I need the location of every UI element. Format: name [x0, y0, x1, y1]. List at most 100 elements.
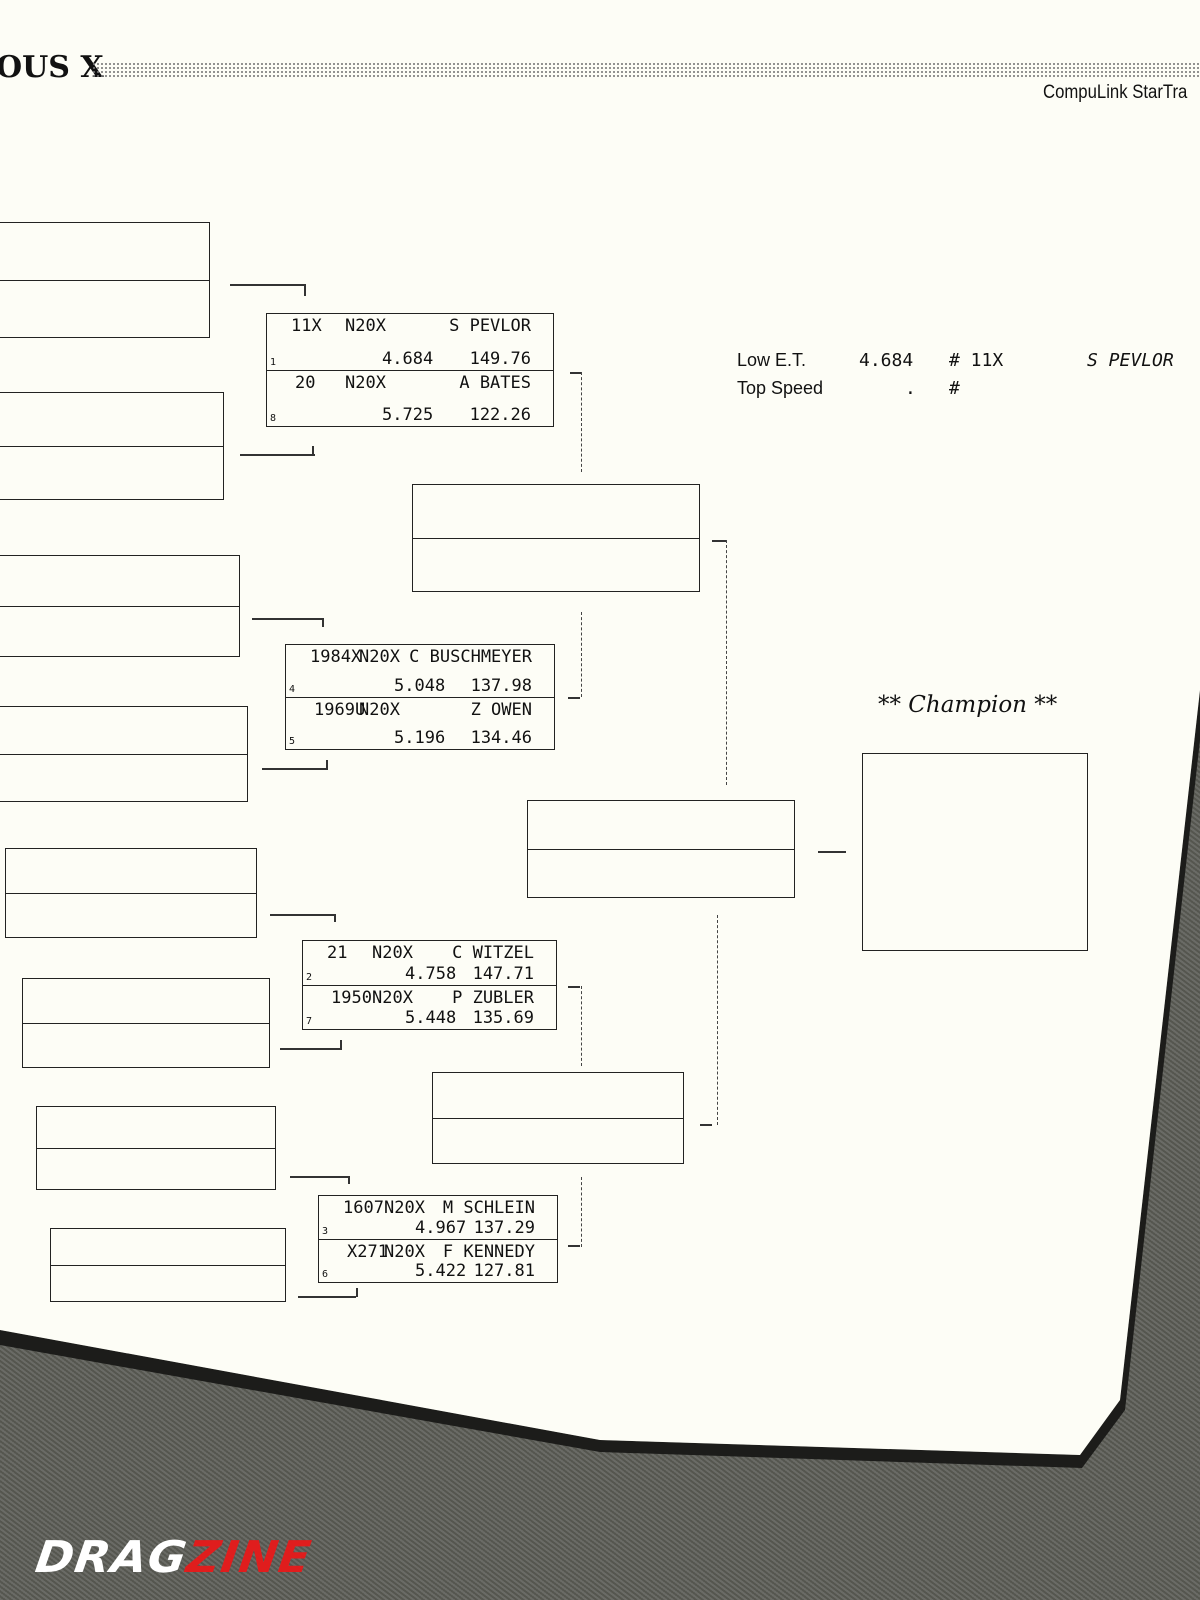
semifinal-slot: [527, 800, 795, 898]
bracket-connector: [818, 851, 846, 853]
elapsed-time: 5.448: [405, 1008, 457, 1028]
car-class: N20X: [359, 647, 400, 667]
car-number: 20: [295, 373, 316, 393]
driver-name: F KENNEDY: [442, 1242, 535, 1262]
bracket-connector: [568, 697, 580, 699]
elapsed-time: 5.196: [394, 728, 446, 748]
bracket-connector: [304, 284, 306, 296]
bracket-connector: [700, 1124, 712, 1126]
bracket-connector: [312, 446, 314, 455]
empty-bracket-slot: [0, 392, 224, 500]
car-class: N20X: [384, 1198, 425, 1218]
header-dotted-rule: [92, 62, 1200, 78]
bracket-connector: [568, 1245, 580, 1247]
driver-name: C WITZEL: [452, 943, 534, 963]
bracket-connector: [262, 768, 328, 770]
bracket-connector: [252, 618, 324, 620]
top-speed: 127.81: [473, 1261, 535, 1281]
car-number: 1984X: [310, 647, 362, 667]
car-number: 1950: [331, 988, 372, 1008]
bracket-connector: [712, 540, 726, 542]
car-number: 11X: [291, 316, 322, 336]
seed-number: 8: [270, 413, 277, 424]
car-class: N20X: [345, 373, 386, 393]
bracket-connector: [334, 914, 336, 922]
driver-name: A BATES: [459, 373, 531, 393]
car-number: 1969U: [314, 700, 366, 720]
car-class: N20X: [345, 316, 386, 336]
champion-box: [862, 753, 1088, 951]
bracket-connector: [270, 914, 336, 916]
top-speed: 149.76: [469, 349, 531, 369]
quarterfinal-slot: [432, 1072, 684, 1164]
elapsed-time: 4.758: [405, 964, 457, 984]
bracket-connector: [298, 1296, 356, 1298]
brand-label: CompuLink StarTra: [1043, 82, 1188, 103]
elapsed-time: 5.048: [394, 676, 446, 696]
bracket-dashed-connector: [726, 540, 727, 785]
elapsed-time: 4.967: [415, 1218, 467, 1238]
champion-label: ** Champion **: [878, 692, 1058, 718]
top-speed-label: Top Speed: [737, 378, 824, 398]
bracket-connector: [280, 1048, 342, 1050]
bracket-connector: [348, 1176, 350, 1184]
seed-number: 4: [289, 684, 296, 695]
low-et-car: # 11X: [949, 350, 1004, 371]
car-number: 21: [327, 943, 348, 963]
bracket-connector: [290, 1176, 350, 1178]
empty-bracket-slot: [50, 1228, 286, 1302]
top-speed-value: .: [905, 378, 916, 399]
seed-number: 3: [322, 1226, 329, 1237]
top-speed: 134.46: [470, 728, 532, 748]
bracket-connector: [230, 284, 305, 286]
bracket-dashed-connector: [581, 612, 582, 697]
empty-bracket-slot: [36, 1106, 276, 1190]
top-speed-car: #: [949, 378, 960, 399]
bracket-connector: [570, 372, 582, 374]
bracket-connector: [356, 1288, 358, 1297]
car-class: N20X: [372, 943, 413, 963]
driver-name: C BUSCHMEYER: [409, 647, 532, 667]
dragzine-logo: DRAGZINE: [32, 1531, 315, 1583]
driver-name: P ZUBLER: [452, 988, 534, 1008]
driver-name: S PEVLOR: [449, 316, 531, 336]
bracket-connector: [568, 986, 580, 988]
empty-bracket-slot: [0, 222, 210, 338]
seed-number: 1: [270, 357, 277, 368]
car-number: 1607: [343, 1198, 384, 1218]
car-number: X271: [347, 1242, 388, 1262]
top-speed: 137.29: [473, 1218, 535, 1238]
low-et-driver: S PEVLOR: [1087, 350, 1174, 371]
seed-number: 7: [306, 1016, 313, 1027]
top-speed: 147.71: [472, 964, 534, 984]
bracket-dashed-connector: [581, 372, 582, 472]
bracket-dashed-connector: [581, 1177, 582, 1247]
seed-number: 2: [306, 972, 313, 983]
seed-number: 6: [322, 1269, 329, 1280]
sheet-title: OUS X: [0, 50, 104, 85]
empty-bracket-slot: [0, 555, 240, 657]
car-class: N20X: [384, 1242, 425, 1262]
seed-number: 5: [289, 736, 296, 747]
empty-bracket-slot: [5, 848, 257, 938]
bracket-dashed-connector: [717, 915, 718, 1125]
low-et-label: Low E.T.: [737, 350, 807, 370]
top-speed: 135.69: [472, 1008, 534, 1028]
empty-bracket-slot: [0, 706, 248, 802]
driver-name: Z OWEN: [470, 700, 532, 720]
driver-name: M SCHLEIN: [442, 1198, 535, 1218]
elapsed-time: 5.725: [382, 405, 434, 425]
